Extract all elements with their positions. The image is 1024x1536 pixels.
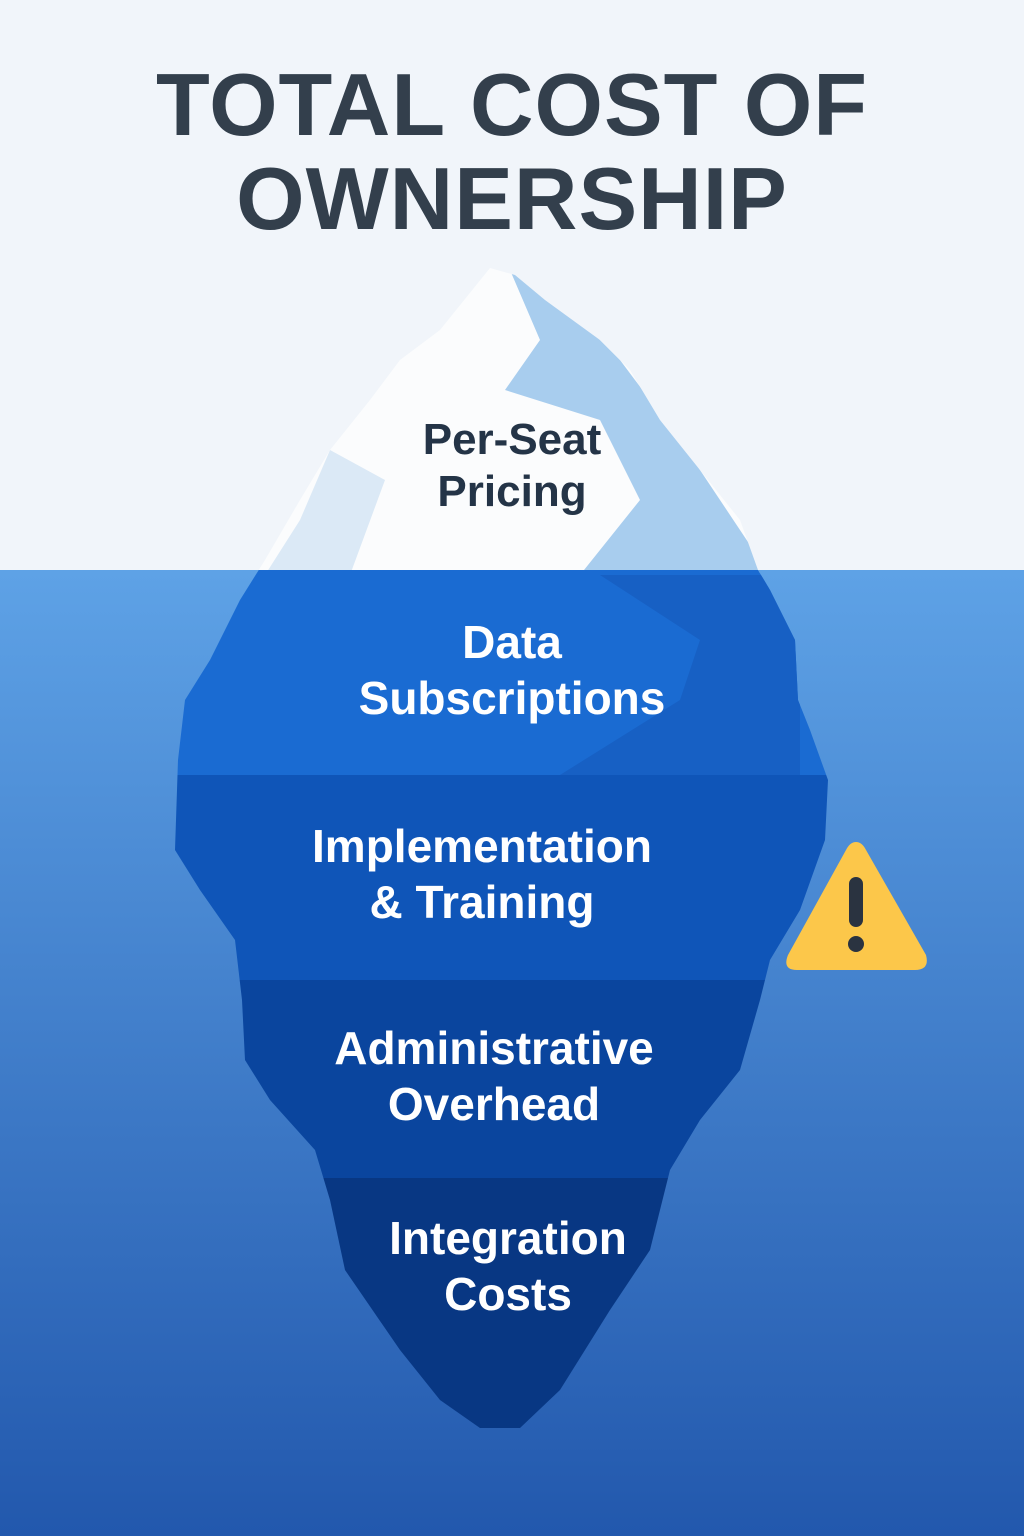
layer-label: Administrative	[334, 1022, 654, 1074]
layer-data-subscriptions: Data Subscriptions	[0, 614, 1024, 726]
layer-label: Costs	[444, 1268, 572, 1320]
layer-label: Integration	[389, 1212, 627, 1264]
layer-label: Overhead	[387, 1078, 601, 1130]
layer-label: Implementation	[312, 820, 652, 872]
layer-label: Subscriptions	[358, 672, 666, 724]
title-line-1: TOTAL COST OF	[155, 55, 869, 154]
layer-label: Per-Seat	[422, 415, 602, 464]
layer-per-seat-pricing: Per-Seat Pricing	[0, 414, 1024, 518]
warning-icon	[786, 842, 927, 970]
layer-administrative-overhead: Administrative Overhead	[0, 1020, 1006, 1132]
title-line-2: OWNERSHIP	[236, 149, 788, 248]
layer-label: Data	[462, 616, 562, 668]
layer-label: & Training	[369, 876, 595, 928]
page-title: TOTAL COST OF OWNERSHIP	[0, 58, 1024, 246]
layer-label: Pricing	[437, 467, 587, 516]
layer-integration-costs: Integration Costs	[0, 1210, 1020, 1322]
layer-implementation-training: Implementation & Training	[0, 818, 994, 930]
